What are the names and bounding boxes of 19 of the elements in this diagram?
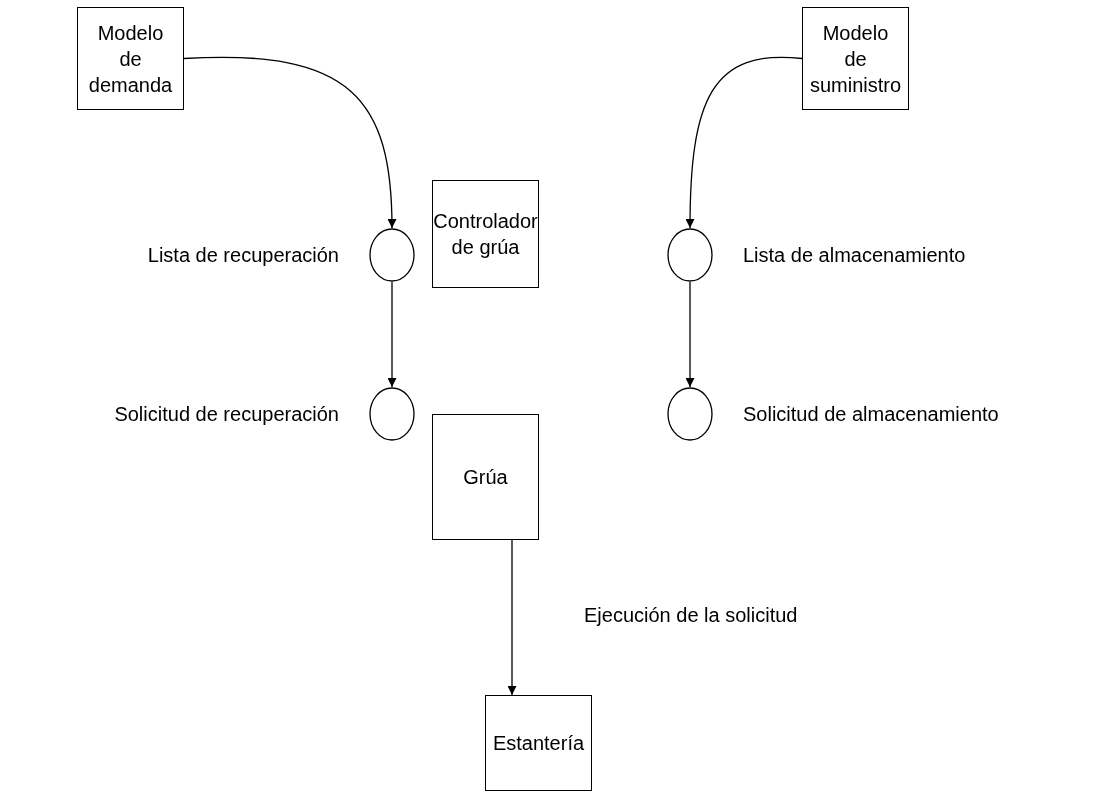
node-label: Modelo de demanda: [87, 20, 174, 98]
arrow: [387, 281, 397, 388]
arrow: [507, 539, 517, 696]
node-label: Controlador de grúa: [432, 209, 539, 260]
process-box: [77, 7, 184, 110]
process-box: [485, 695, 592, 791]
node-caption: Lista de recuperación: [147, 243, 339, 267]
process-box: [802, 7, 909, 110]
arrow: [685, 56, 803, 229]
arrow: [685, 281, 695, 388]
node-caption: Lista de almacenamiento: [743, 243, 966, 267]
node-label: Modelo de suministro: [808, 20, 903, 98]
arrow: [183, 56, 397, 229]
node-label: Estantería: [491, 731, 586, 756]
node-caption: Solicitud de almacenamiento: [743, 402, 999, 426]
node-label: Grúa: [462, 465, 509, 490]
process-box: [432, 180, 539, 288]
process-box: [432, 414, 539, 540]
node-caption: Solicitud de recuperación: [114, 402, 339, 426]
